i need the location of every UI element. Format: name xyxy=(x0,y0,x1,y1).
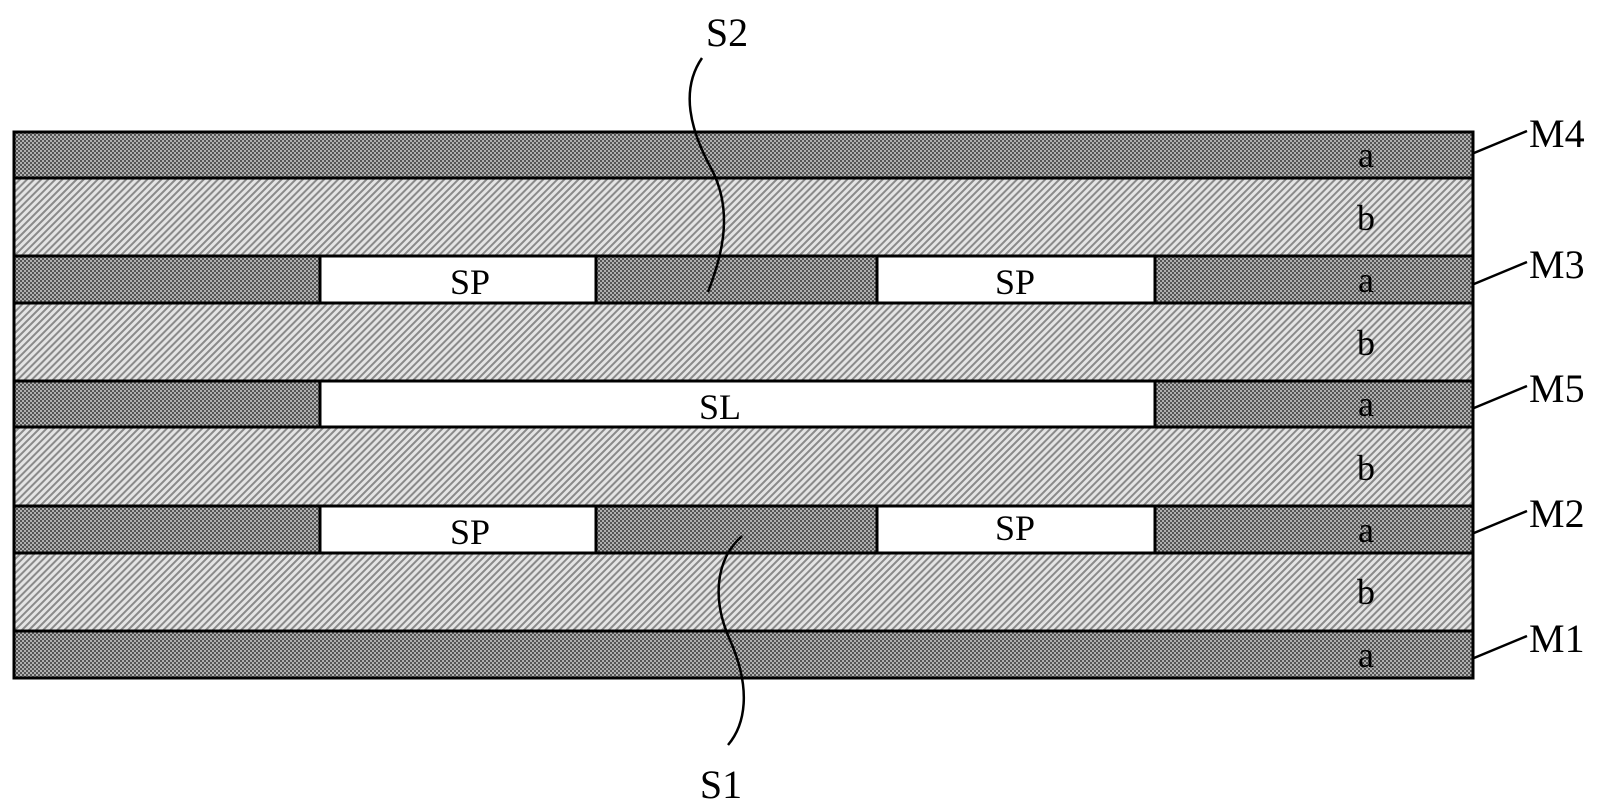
material-b-label: b xyxy=(1357,323,1375,363)
ref-m5: M5 xyxy=(1529,366,1585,411)
opening-sp-m3-left xyxy=(318,254,598,305)
material-b-label: b xyxy=(1357,572,1375,612)
ref-s2: S2 xyxy=(706,10,748,55)
material-a-label: a xyxy=(1358,510,1374,550)
material-a-label: a xyxy=(1358,635,1374,675)
layer-m1 xyxy=(12,629,1475,680)
leader-lines xyxy=(1473,129,1528,660)
ref-m2: M2 xyxy=(1529,491,1585,536)
layer-m4 xyxy=(12,130,1475,180)
sp-label: SP xyxy=(995,262,1035,302)
material-b-label: b xyxy=(1357,198,1375,238)
material-a-label: a xyxy=(1358,384,1374,424)
s1-leader xyxy=(717,535,746,746)
ref-s1: S1 xyxy=(700,762,742,807)
material-a-label: a xyxy=(1358,135,1374,175)
layer-m2 xyxy=(12,504,1475,555)
material-a-label: a xyxy=(1358,260,1374,300)
layer-m3 xyxy=(12,254,1475,305)
material-b-label: b xyxy=(1357,448,1375,488)
opening-sl-m5 xyxy=(318,379,1157,429)
layer-b-2 xyxy=(12,301,1475,383)
opening-sp-m2-left xyxy=(318,504,598,555)
sp-label: SP xyxy=(450,512,490,552)
opening-sp-m2-right xyxy=(875,504,1157,555)
sl-label: SL xyxy=(699,387,741,427)
ref-m1: M1 xyxy=(1529,616,1585,661)
s2-leader xyxy=(688,57,726,293)
ref-m3: M3 xyxy=(1529,242,1585,287)
ref-m4: M4 xyxy=(1529,111,1585,156)
sp-label: SP xyxy=(450,262,490,302)
layer-b-4 xyxy=(12,551,1475,633)
layer-b-3 xyxy=(12,425,1475,508)
opening-sp-m3-right xyxy=(875,254,1157,305)
sp-label: SP xyxy=(995,508,1035,548)
layer-b-1 xyxy=(12,176,1475,258)
